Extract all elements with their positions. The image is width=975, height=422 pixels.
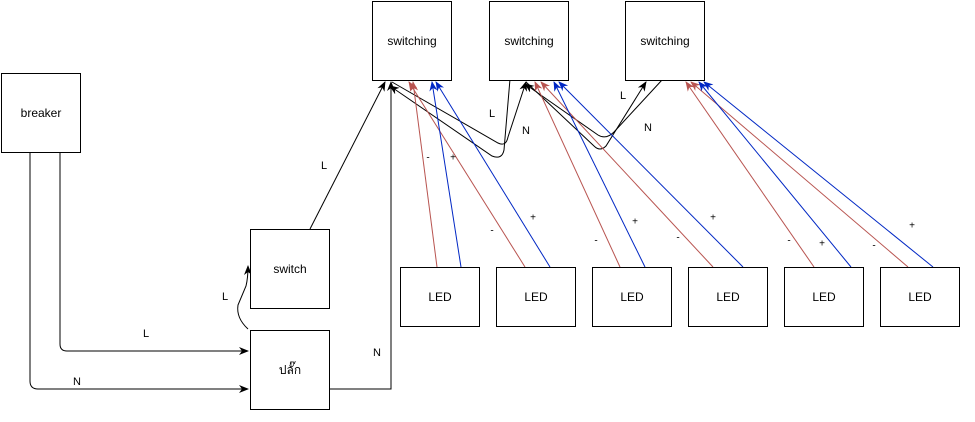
label-breaker-L: L [142,328,150,340]
wire-switch-s1-L [309,81,386,230]
led-box-5[interactable]: LED [784,267,864,327]
wire-breaker-L [59,153,249,355]
wire-s1-s2-L [389,78,511,158]
label-led5-minus: - [787,235,791,247]
label-led2-plus: + [530,212,536,224]
led-label: LED [908,290,932,304]
switching-box-2[interactable]: switching [489,1,569,81]
switching-box-1[interactable]: switching [372,1,452,81]
label-s2-s3-N: N [644,122,652,134]
wire-s2-s3-L [525,81,647,150]
wire-led6-minus [690,81,909,268]
led-label: LED [812,290,836,304]
led-box-4[interactable]: LED [688,267,768,327]
wire-breaker-N [29,153,249,393]
plug-label: ปลั๊ก [278,362,302,377]
breaker-box[interactable]: breaker [1,73,81,153]
wire-led1-plus [429,81,462,268]
wire-led4-plus [558,81,744,268]
wire-plug-s1-N [330,81,395,390]
label-s2-s3-L: L [619,90,627,102]
wire-led5-plus [698,81,852,268]
led-box-1[interactable]: LED [400,267,480,327]
label-led1-plus: + [450,152,456,164]
switching-box-3[interactable]: switching [625,1,705,81]
led-label: LED [620,290,644,304]
wire-led4-minus [540,81,714,268]
led-box-3[interactable]: LED [592,267,672,327]
label-breaker-N: N [73,376,81,388]
wire-plug-switch-L [237,265,252,330]
label-s1-s2-N: N [522,125,530,137]
label-led3-plus: + [632,216,638,228]
led-label: LED [716,290,740,304]
label-led6-plus: + [909,220,915,232]
wire-led5-minus [685,81,815,268]
led-box-2[interactable]: LED [496,267,576,327]
wire-s1-s2-N [391,81,528,145]
switch-label: switch [273,262,307,276]
wire-led3-plus [553,81,646,268]
label-led4-plus: + [710,212,716,224]
wire-led1-minus [410,81,438,268]
label-s1-s2-L: L [488,108,496,120]
label-plug-switch-L: L [221,291,229,303]
label-plug-s1-N: N [373,347,381,359]
wire-s2-s3-N [524,79,663,138]
switching-label: switching [387,34,437,48]
label-led6-minus: - [872,240,876,252]
breaker-label: breaker [20,106,62,120]
label-led1-minus: - [426,152,430,164]
label-led2-minus: - [490,225,494,237]
switching-label: switching [504,34,554,48]
wire-led3-minus [534,81,621,268]
label-switch-s1-L: L [320,160,328,172]
label-led3-minus: - [594,235,598,247]
led-label: LED [428,290,452,304]
wire-led2-minus [408,81,526,268]
plug-box[interactable]: ปลั๊ก [250,330,330,410]
led-box-6[interactable]: LED [880,267,960,327]
label-led4-minus: - [676,232,680,244]
switch-box[interactable]: switch [250,229,330,309]
switching-label: switching [640,34,690,48]
label-led5-plus: + [819,238,825,250]
led-label: LED [524,290,548,304]
wire-led6-plus [703,81,934,268]
wire-led2-plus [435,81,551,268]
